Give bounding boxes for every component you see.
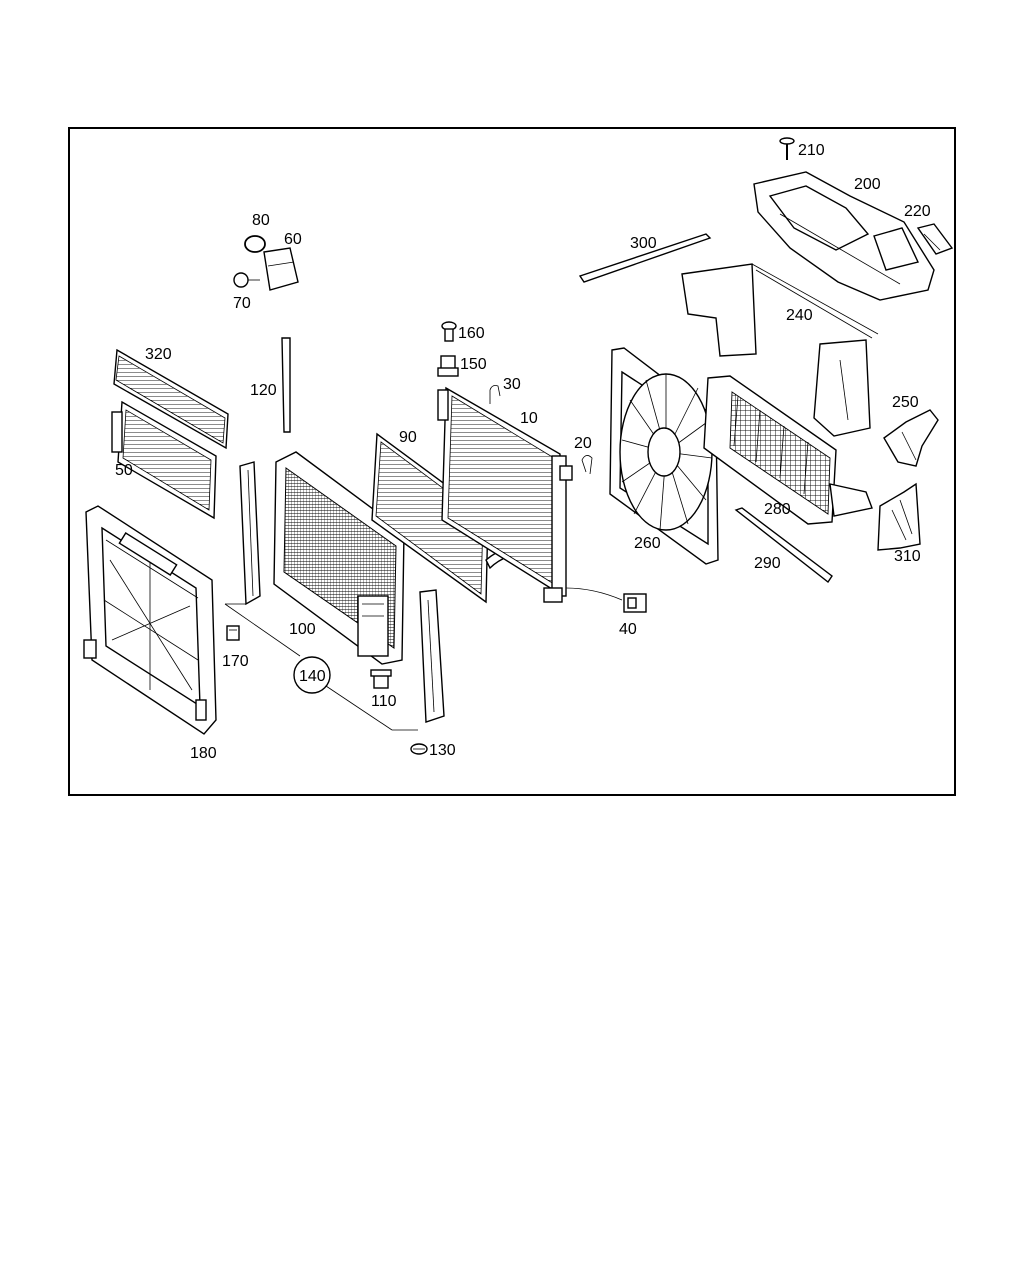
part-290-strip [734,507,833,584]
part-70-screw [233,272,260,288]
part-280-shutter-unit [703,375,873,525]
label-130: 130 [429,742,456,759]
part-200-top-cover [753,171,935,301]
label-310: 310 [894,548,921,565]
part-320-cooler [113,348,229,450]
part-120-rod [281,337,291,433]
label-220: 220 [904,203,931,220]
label-80: 80 [252,212,270,229]
label-240: 240 [786,307,813,324]
label-30: 30 [503,376,521,393]
part-10-radiator [437,386,573,603]
part-50-auxiliary-radiator [111,400,217,520]
label-90: 90 [399,429,417,446]
label-50: 50 [115,462,133,479]
part-30-hose [489,385,501,404]
part-250-bracket [883,409,939,467]
label-170: 170 [222,653,249,670]
part-100-radiator [273,451,405,665]
part-210-screw [779,137,795,160]
label-20: 20 [574,435,592,452]
label-200: 200 [854,176,881,193]
label-280: 280 [764,501,791,518]
label-10: 10 [520,410,538,427]
part-180-front-frame [83,505,217,735]
part-140-bracket-set [224,461,445,731]
label-300: 300 [630,235,657,252]
part-160-bleed-screw [441,321,457,342]
part-260-fan-shroud [609,347,719,565]
part-130-clip [410,743,428,755]
label-100: 100 [289,621,316,638]
label-110: 110 [371,693,397,710]
part-310-bracket [877,482,921,551]
part-60-bracket [263,247,299,291]
part-170-clip [226,625,240,641]
label-250: 250 [892,394,919,411]
part-300-strip [578,233,712,283]
label-260: 260 [634,535,661,552]
label-140: 140 [299,668,326,685]
label-180: 180 [190,745,217,762]
label-60: 60 [284,231,302,248]
part-240-deflector [681,263,879,437]
label-320: 320 [145,346,172,363]
part-20-hose [581,455,593,475]
part-220-pad [916,223,954,255]
label-160: 160 [458,325,485,342]
label-120: 120 [250,382,277,399]
part-150-cap [437,355,459,377]
label-70: 70 [233,295,251,312]
label-40: 40 [619,621,637,638]
label-290: 290 [754,555,781,572]
label-210: 210 [798,142,825,159]
part-110-plug [370,669,392,689]
part-140-callout-circle [293,656,331,694]
part-40-sensor [565,587,647,613]
label-150: 150 [460,356,487,373]
part-80-o-ring [244,235,266,253]
